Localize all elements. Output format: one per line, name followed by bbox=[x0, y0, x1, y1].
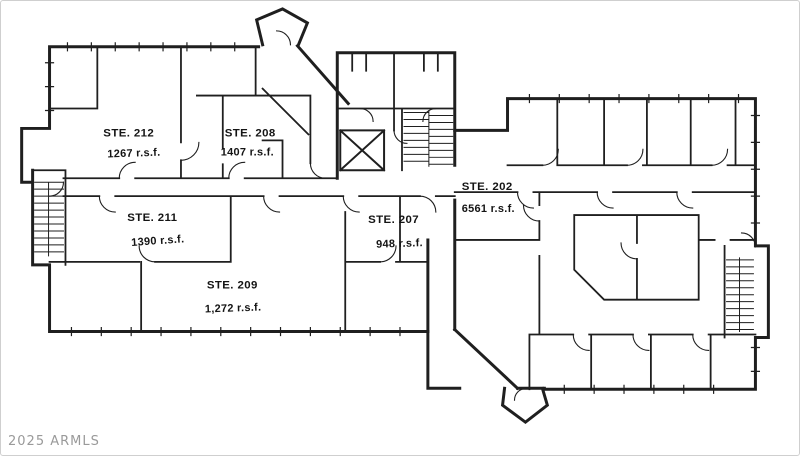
south-narrow-room bbox=[426, 238, 462, 390]
suite-labels: STE. 212 1267 r.s.f. STE. 208 1407 r.s.f… bbox=[103, 127, 515, 316]
suite-208-area: 1407 r.s.f. bbox=[221, 146, 274, 158]
suite-207-area: 948 r.s.f. bbox=[376, 237, 423, 251]
suite-202-name: STE. 202 bbox=[462, 181, 513, 193]
suite-211-name: STE. 211 bbox=[127, 212, 177, 224]
east-wing-outline bbox=[453, 97, 770, 391]
interior-walls bbox=[31, 45, 757, 391]
suite-212-area: 1267 r.s.f. bbox=[107, 147, 161, 161]
stair-east-icon bbox=[726, 257, 754, 333]
suite-209-name: STE. 209 bbox=[207, 280, 258, 292]
east-wing-partitions bbox=[453, 97, 757, 391]
stair-core-icon bbox=[403, 110, 454, 167]
suite-212-name: STE. 212 bbox=[103, 127, 154, 139]
exterior-walls bbox=[20, 7, 770, 425]
suite-211-area: 1390 r.s.f. bbox=[131, 233, 185, 249]
suite-202-area: 6561 r.s.f. bbox=[462, 203, 515, 215]
elevator-shaft-icon bbox=[338, 129, 386, 172]
suite-208-name: STE. 208 bbox=[225, 127, 276, 139]
west-wing-partitions bbox=[31, 45, 456, 333]
suite-207-name: STE. 207 bbox=[368, 214, 419, 226]
stair-treads bbox=[34, 110, 754, 333]
core-outline bbox=[335, 51, 457, 332]
vestibule-northwest bbox=[254, 7, 351, 106]
armls-watermark: 2025 ARMLS bbox=[8, 434, 100, 449]
window-ticks bbox=[44, 42, 761, 394]
window-tick-set bbox=[44, 42, 761, 394]
core-partitions bbox=[336, 51, 456, 172]
suite-209-area: 1,272 r.s.f. bbox=[205, 302, 262, 316]
stair-west-icon bbox=[34, 181, 64, 257]
vestibule-southeast bbox=[452, 327, 550, 425]
west-wing-outline bbox=[20, 45, 430, 334]
elevator-box bbox=[338, 129, 386, 172]
